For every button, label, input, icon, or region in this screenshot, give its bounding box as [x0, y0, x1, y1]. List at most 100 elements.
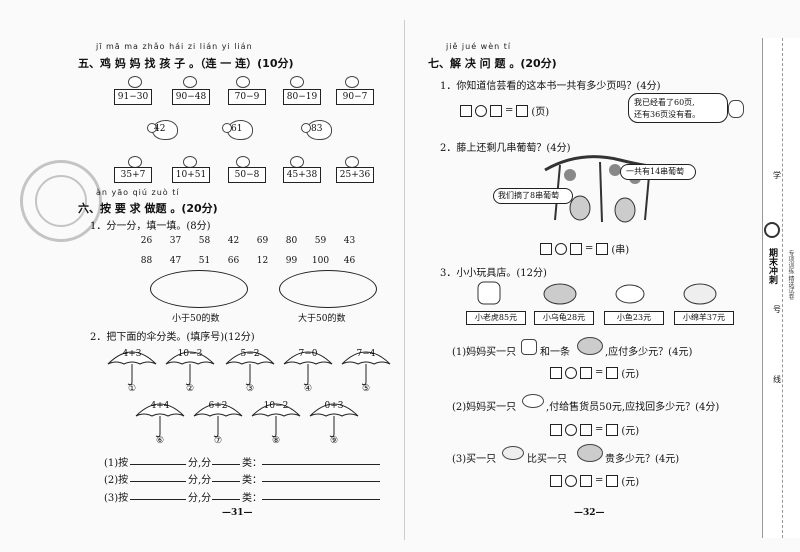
top-expression-box: 91−30	[114, 89, 152, 105]
umbrella-number: ①	[127, 384, 137, 394]
sub2-unit: (元)	[621, 426, 640, 437]
blank-line	[212, 464, 240, 465]
umbrella-number: ②	[185, 384, 195, 394]
bottom-expression-box: 50−8	[228, 167, 266, 183]
q2-text: 2．把下面的伞分类。(填序号)(12分)	[90, 332, 255, 343]
blank-line	[262, 499, 380, 500]
q1-equation: =(页)	[460, 103, 549, 118]
chick-icon	[128, 76, 142, 88]
fill-fen: 分,分	[188, 493, 212, 504]
umbrella-canopy	[251, 403, 301, 417]
top-expression-box: 90−7	[336, 89, 374, 105]
bubble2-text: 一共有14串葡萄	[626, 167, 685, 176]
sec5-title: 五、鸡 妈 妈 找 孩 子 。（连 一 连）(10分)	[78, 57, 294, 70]
bubble2	[620, 164, 696, 180]
number-cell: 59	[314, 236, 327, 246]
umbrella-number: ⑦	[213, 436, 223, 446]
side-small: 专项训练 精选试卷	[787, 250, 794, 300]
fill-fen: 分,分	[188, 458, 212, 469]
blank-line	[212, 499, 240, 500]
number-cell: 46	[343, 256, 356, 266]
number-cell: 51	[198, 256, 211, 266]
umbrella-expression: 6+2	[208, 401, 228, 411]
umbrella-expression: 4+4	[150, 401, 170, 411]
sec5-pinyin: jī mā ma zhǎo hái zi lián yi lián	[96, 42, 253, 51]
bottom-expression-box: 10+51	[172, 167, 210, 183]
fill-lei: 类：	[242, 493, 262, 504]
number-cell: 47	[169, 256, 182, 266]
chick-icon	[183, 76, 197, 88]
binding-strip	[762, 38, 800, 538]
chick-icon	[290, 76, 304, 88]
umbrella-handle	[329, 416, 335, 438]
sheep-icon	[502, 446, 524, 460]
umbrella-handle	[303, 364, 309, 386]
number-cell: 12	[256, 256, 269, 266]
sec7-title: 七、解 决 问 题 。(20分)	[428, 57, 557, 70]
sec7-pinyin: jiě jué wèn tí	[446, 42, 512, 51]
umbrella-canopy	[107, 351, 157, 365]
sub2-a: (2)妈妈买一只	[452, 402, 517, 413]
umbrella-number: ④	[303, 384, 313, 394]
tiger-icon	[521, 339, 537, 355]
sub2-equation: =(元)	[550, 422, 639, 437]
brand-logo-icon	[764, 222, 780, 238]
hen-icon	[147, 120, 178, 140]
umbrella-number: ⑥	[155, 436, 165, 446]
blank-line	[130, 499, 186, 500]
number-cell: 58	[198, 236, 211, 246]
hen-number: 42	[154, 124, 166, 134]
umbrella-number: ⑤	[361, 384, 371, 394]
spine-divider	[404, 20, 405, 540]
sub3-c: 贵多少元？(4元)	[605, 454, 680, 465]
right-page-number: —32—	[574, 508, 605, 518]
umbrella-number: ⑨	[329, 436, 339, 446]
bottom-expression-box: 25+36	[336, 167, 374, 183]
side-brand: 期末冲刺	[767, 248, 777, 284]
umbrella-canopy	[341, 351, 391, 365]
umbrella-handle	[185, 364, 191, 386]
greater-than-50-ellipse	[279, 270, 377, 308]
hen-icon	[222, 120, 253, 140]
cut-line	[782, 38, 783, 538]
umbrella-number: ③	[245, 384, 255, 394]
umbrella-expression: 4+3	[122, 349, 142, 359]
side-xian: 线	[773, 375, 781, 384]
fish-icon	[522, 394, 544, 408]
umbrella-expression: 7−4	[356, 349, 376, 359]
number-cell: 26	[140, 236, 153, 246]
girl-icon	[728, 100, 744, 118]
r-q1-text: 1．你知道信芸看的这本书一共有多少页吗？(4分)	[440, 81, 661, 92]
sub3-b: 比买一只	[527, 454, 567, 465]
q1-unit: (页)	[531, 107, 550, 118]
umbrella-expression: 5−2	[240, 349, 260, 359]
umbrella-canopy	[165, 351, 215, 365]
umbrella-number: ⑧	[271, 436, 281, 446]
side-hao: 号	[773, 305, 781, 314]
fill-prefix: (2)按	[104, 475, 129, 486]
number-cell: 100	[311, 256, 330, 266]
chick-icon	[236, 76, 250, 88]
bubble3	[493, 188, 573, 204]
fill-prefix: (3)按	[104, 493, 129, 504]
sub3-a: (3)买一只	[452, 454, 497, 465]
umbrella-handle	[271, 416, 277, 438]
less-than-50-label: 小于50的数	[172, 314, 220, 324]
blank-line	[262, 464, 380, 465]
umbrella-handle	[245, 364, 251, 386]
fill-lei: 类：	[242, 475, 262, 486]
number-cell: 80	[285, 236, 298, 246]
sub1-a: (1)妈妈买一只	[452, 347, 517, 358]
umbrella-handle	[213, 416, 219, 438]
sub3-equation: =(元)	[550, 473, 639, 488]
umbrella-canopy	[135, 403, 185, 417]
sec6-pinyin: àn yāo qiú zuò tí	[96, 188, 180, 197]
blank-line	[130, 481, 186, 482]
sec6-title: 六、按 要 求 做题 。(20分)	[78, 202, 218, 215]
umbrella-canopy	[309, 403, 359, 417]
hen-number: 83	[311, 124, 323, 134]
top-expression-box: 80−19	[283, 89, 321, 105]
r-q3-text: 3．小小玩具店。(12分)	[440, 268, 547, 279]
number-cell: 88	[140, 256, 153, 266]
